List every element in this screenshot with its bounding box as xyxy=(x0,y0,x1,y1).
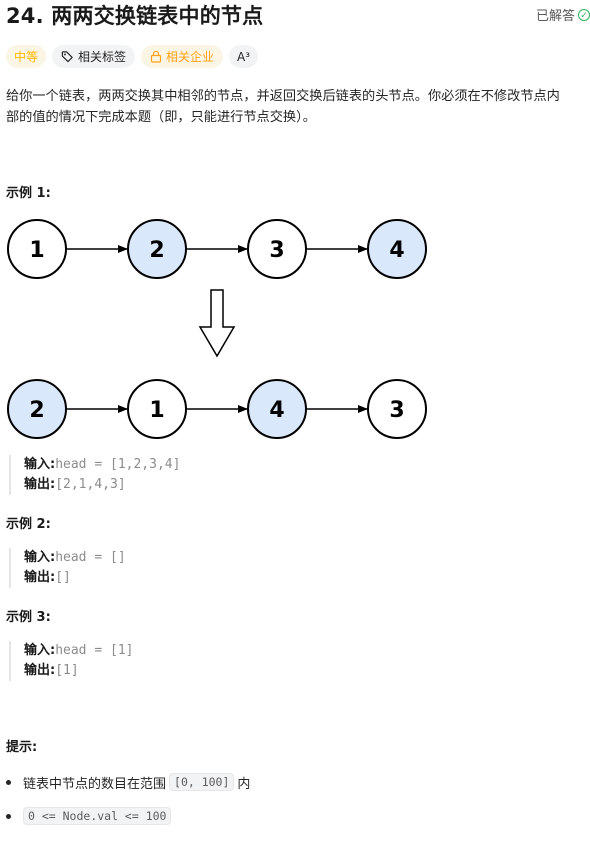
before-node-label-1: 1 xyxy=(29,238,44,263)
translate-icon: A³ xyxy=(237,49,251,64)
solved-status: 已解答 ✓ xyxy=(536,5,590,24)
output-label: 输出: xyxy=(24,570,56,585)
example-3-heading: 示例 3: xyxy=(6,610,51,625)
problem-description: 给你一个链表，两两交换其中相邻的节点，并返回交换后链表的头节点。你必须在不修改节… xyxy=(6,86,590,128)
bullet-dot xyxy=(6,813,11,819)
after-node-label-4: 3 xyxy=(389,398,404,423)
example-3-io: 输入:head = [1] 输出:[1] xyxy=(9,641,133,681)
constraint-item: 0 <= Node.val <= 100 xyxy=(6,804,250,828)
constraint-text: 内 xyxy=(237,776,251,792)
bullet-dot xyxy=(6,779,11,785)
after-node-4 xyxy=(367,379,427,439)
list-after-swap: 2 1 4 3 xyxy=(7,379,427,439)
description-line-1: 给你一个链表，两两交换其中相邻的节点，并返回交换后链表的头节点。你必须在不修改节… xyxy=(6,89,560,104)
input-value: head = [] xyxy=(55,550,126,565)
related-company-label: 相关企业 xyxy=(166,50,215,64)
after-node-label-1: 2 xyxy=(29,398,44,423)
example-1-io: 输入:head = [1,2,3,4] 输出:[2,1,4,3] xyxy=(9,455,180,495)
hints-heading: 提示: xyxy=(6,740,38,755)
after-node-label-3: 4 xyxy=(269,398,284,423)
output-label: 输出: xyxy=(24,477,56,492)
constraint-code: [0, 100] xyxy=(169,773,235,791)
constraint-code: 0 <= Node.val <= 100 xyxy=(23,807,172,825)
before-node-4 xyxy=(367,219,427,279)
tag-icon xyxy=(61,51,73,63)
lock-icon xyxy=(150,50,162,63)
related-tags-label: 相关标签 xyxy=(78,50,127,64)
input-label: 输入: xyxy=(24,550,56,565)
check-circle-icon: ✓ xyxy=(578,8,590,21)
problem-title: 24. 两两交换链表中的节点 xyxy=(6,4,264,28)
output-value: [] xyxy=(55,570,71,585)
difficulty-badge: 中等 xyxy=(6,45,47,68)
translate-button[interactable]: A³ xyxy=(229,45,259,68)
down-arrow-icon xyxy=(198,289,236,358)
description-line-2: 部的值的情况下完成本题（即，只能进行节点交换）。 xyxy=(6,110,316,125)
constraint-text: 链表中节点的数目在范围 xyxy=(23,776,167,792)
linked-list-diagram: 1 2 3 4 2 1 4 3 xyxy=(7,219,427,439)
example-2-io: 输入:head = [] 输出:[] xyxy=(9,548,126,588)
output-value: [2,1,4,3] xyxy=(55,477,126,492)
list-before-swap: 1 2 3 4 xyxy=(7,219,427,279)
related-tags-button[interactable]: 相关标签 xyxy=(52,45,136,68)
before-node-label-2: 2 xyxy=(149,238,164,263)
related-company-button[interactable]: 相关企业 xyxy=(141,45,224,68)
input-label: 输入: xyxy=(24,643,56,658)
before-node-label-4: 4 xyxy=(389,238,404,263)
output-label: 输出: xyxy=(24,663,56,678)
tag-bar: 中等 相关标签 相关企业 A³ xyxy=(6,45,259,68)
example-2-heading: 示例 2: xyxy=(6,517,51,532)
input-value: head = [1] xyxy=(55,643,134,658)
constraints-list: 链表中节点的数目在范围 [0, 100] 内 0 <= Node.val <= … xyxy=(6,770,250,838)
input-value: head = [1,2,3,4] xyxy=(55,457,181,472)
before-node-label-3: 3 xyxy=(269,238,284,263)
solved-status-label: 已解答 xyxy=(535,9,575,24)
constraint-item: 链表中节点的数目在范围 [0, 100] 内 xyxy=(6,770,250,794)
input-label: 输入: xyxy=(24,457,56,472)
output-value: [1] xyxy=(55,663,79,678)
example-1-heading: 示例 1: xyxy=(6,186,51,201)
after-node-label-2: 1 xyxy=(149,398,164,423)
